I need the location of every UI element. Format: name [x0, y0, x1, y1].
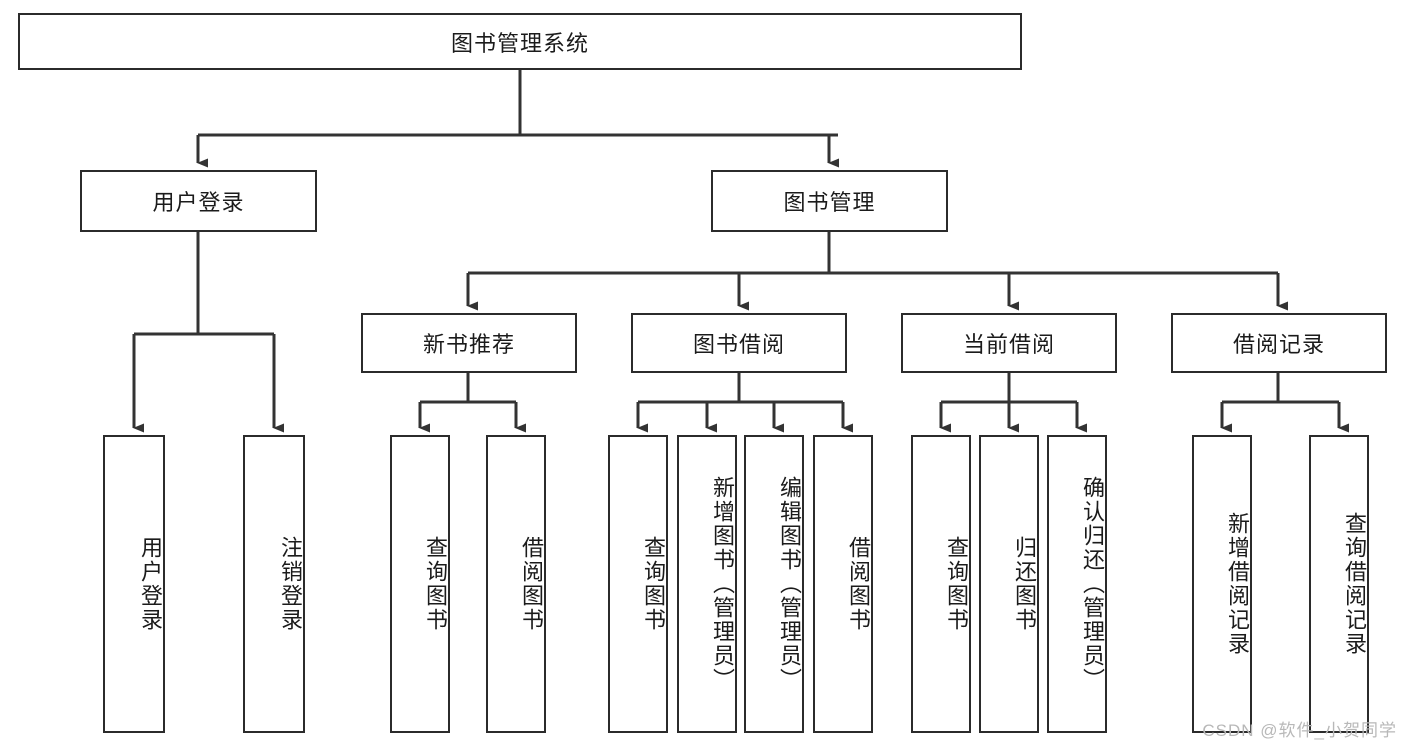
- node-label: 图书管理系统: [450, 30, 589, 56]
- node-book-borrow[interactable]: 图书借阅: [631, 313, 847, 373]
- node-user-login[interactable]: 用户登录: [80, 170, 317, 232]
- leaf-record-query-borrow-record[interactable]: 查询借阅记录: [1309, 435, 1369, 733]
- leaf-current-query-book[interactable]: 查询图书: [911, 435, 971, 733]
- leaf-user-login[interactable]: 用户登录: [103, 435, 165, 733]
- node-current-borrow[interactable]: 当前借阅: [901, 313, 1117, 373]
- leaf-borrow-add-book-admin[interactable]: 新增图书（管理员）: [677, 435, 737, 733]
- node-label: 查询图书: [944, 536, 969, 632]
- leaf-newbook-query-book[interactable]: 查询图书: [390, 435, 450, 733]
- leaf-newbook-borrow-book[interactable]: 借阅图书: [486, 435, 546, 733]
- leaf-record-add-borrow-record[interactable]: 新增借阅记录: [1192, 435, 1252, 733]
- node-label: 新增借阅记录: [1225, 512, 1250, 656]
- node-label: 借阅记录: [1232, 332, 1325, 357]
- node-label: 借阅图书: [846, 536, 871, 632]
- leaf-user-logout[interactable]: 注销登录: [243, 435, 305, 733]
- node-label: 用户登录: [138, 536, 163, 632]
- node-label: 查询借阅记录: [1342, 512, 1367, 656]
- leaf-borrow-edit-book-admin[interactable]: 编辑图书（管理员）: [744, 435, 804, 733]
- node-book-management[interactable]: 图书管理: [711, 170, 948, 232]
- node-label: 借阅图书: [519, 536, 544, 632]
- node-label: 当前借阅: [962, 332, 1055, 357]
- node-label: 图书借阅: [692, 332, 785, 357]
- node-label: 归还图书: [1012, 536, 1037, 632]
- node-label: 注销登录: [278, 536, 303, 632]
- leaf-borrow-query-book[interactable]: 查询图书: [608, 435, 668, 733]
- leaf-current-confirm-return-admin[interactable]: 确认归还（管理员）: [1047, 435, 1107, 733]
- node-label: 查询图书: [641, 536, 666, 632]
- node-label: 编辑图书（管理员）: [777, 476, 802, 692]
- node-borrow-record[interactable]: 借阅记录: [1171, 313, 1387, 373]
- csdn-watermark: CSDN @软件_小贺同学: [1202, 721, 1397, 740]
- leaf-borrow-borrow-book[interactable]: 借阅图书: [813, 435, 873, 733]
- node-label: 查询图书: [423, 536, 448, 632]
- node-new-book-recommend[interactable]: 新书推荐: [361, 313, 577, 373]
- node-root-library-system[interactable]: 图书管理系统: [18, 13, 1022, 70]
- leaf-current-return-book[interactable]: 归还图书: [979, 435, 1039, 733]
- node-label: 新增图书（管理员）: [710, 476, 735, 692]
- node-label: 图书管理: [783, 190, 876, 215]
- node-label: 确认归还（管理员）: [1080, 476, 1105, 692]
- node-label: 用户登录: [152, 190, 245, 215]
- node-label: 新书推荐: [422, 332, 515, 357]
